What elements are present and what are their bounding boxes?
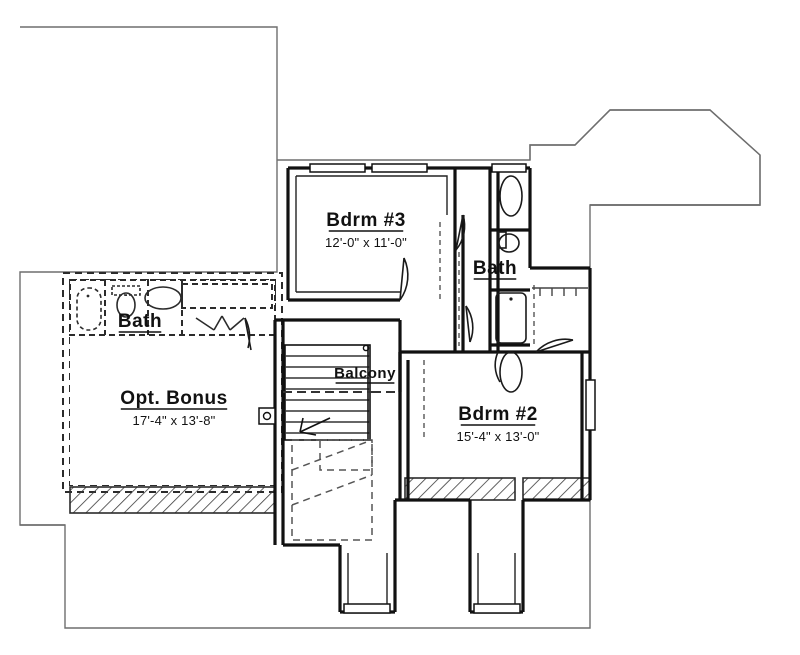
room-name: Bdrm #3 (326, 210, 406, 231)
stair-below-dashed (291, 439, 373, 541)
room-name: Bath (118, 311, 162, 332)
newel-post (258, 407, 276, 425)
hatched-knee-wall-right (522, 477, 591, 501)
left-bath-door-swing (195, 315, 245, 331)
door-bath-upper (455, 214, 466, 251)
tub-right-bath (495, 292, 527, 344)
sink-oval-lower-right-bath (499, 351, 523, 393)
wall-inner-faces (295, 175, 516, 604)
room-dimensions: 15'-4" x 13'-0" (457, 429, 540, 444)
roof-outline-right-wing (529, 109, 761, 206)
door-bath-lower (465, 305, 474, 343)
windows (309, 163, 596, 614)
left-bath-fixtures (76, 285, 182, 331)
toilet-left-bath (111, 285, 141, 318)
door-closet-bdrm2 (535, 338, 574, 353)
room-labels: Bdrm #3 12'-0" x 11'-0" Bdrm #2 15'-4" x 13… (118, 210, 540, 444)
room-name: Bdrm #2 (458, 404, 538, 425)
window-bay-right (473, 603, 521, 614)
hatched-knee-wall-bonus (69, 486, 276, 514)
room-name: Opt. Bonus (120, 388, 227, 409)
sink-oval-upper-right-bath (499, 175, 523, 217)
room-label-bdrm3: Bdrm #3 12'-0" x 11'-0" (325, 210, 407, 250)
room-dimensions: 12'-0" x 11'-0" (325, 235, 407, 250)
room-label-bath-left: Bath (118, 311, 162, 333)
window-bdrm3-right (371, 163, 428, 173)
tub-left-bath (76, 287, 102, 331)
room-label-opt-bonus: Opt. Bonus 17'-4" x 13'-8" (120, 388, 228, 428)
toilet-right-bath (497, 231, 520, 253)
room-name: Bath (473, 258, 517, 279)
room-label-balcony: Balcony (334, 365, 396, 384)
room-label-bdrm2: Bdrm #2 15'-4" x 13'-0" (457, 404, 540, 444)
room-dimensions: 17'-4" x 13'-8" (133, 413, 216, 428)
hatched-knee-wall-center (404, 477, 516, 501)
room-label-bath-right: Bath (473, 258, 517, 280)
closet-rods (423, 222, 535, 440)
room-name: Balcony (334, 365, 396, 382)
right-bath-fixtures (495, 175, 527, 393)
left-bath-dashed-walls (69, 279, 276, 336)
window-bdrm3-left (309, 163, 366, 173)
window-bay-left (343, 603, 391, 614)
door-swings (244, 214, 574, 383)
door-bdrm3 (399, 257, 409, 301)
sink-oval-left-bath (144, 286, 182, 310)
closet-shelf-right (532, 287, 588, 296)
window-bdrm2-right (585, 379, 596, 431)
window-bath-top (491, 163, 527, 173)
